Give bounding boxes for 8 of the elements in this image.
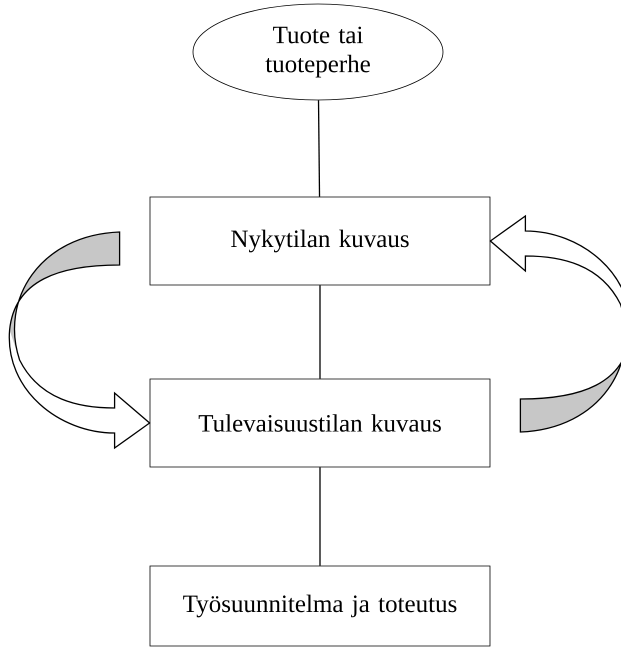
- process-box: Nykytilan kuvaus: [150, 196, 490, 286]
- connector-line: [319, 285, 321, 379]
- connector-line: [318, 100, 320, 197]
- curved-block-arrow: [8, 231, 150, 449]
- connector-line: [319, 467, 321, 566]
- process-box: Työsuunnitelma ja toteutus: [150, 566, 490, 646]
- curved-block-arrow: [490, 215, 621, 433]
- process-box: Tulevaisuustilan kuvaus: [150, 378, 490, 468]
